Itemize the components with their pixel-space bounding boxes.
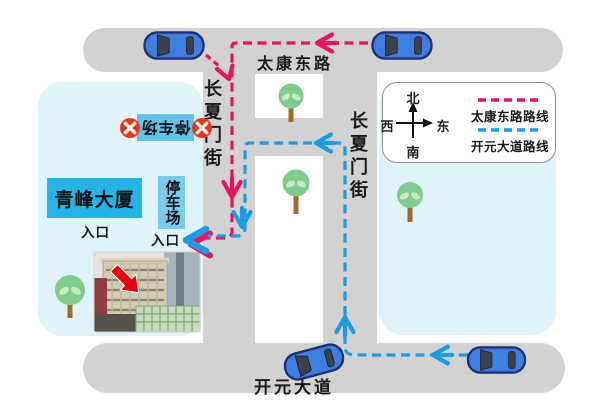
main-building-label-box: 青峰大厦	[47, 178, 142, 218]
street-median-island-top	[255, 74, 323, 118]
legend-item-kaiyuan-route-label: 开元大道路线	[471, 140, 550, 154]
main-building-label: 青峰大厦	[54, 189, 135, 211]
parking-entrance-label: 入口	[151, 233, 180, 248]
street-median-island-bottom	[255, 156, 323, 343]
compass-east-label: 东	[436, 119, 450, 134]
road-label-taikang-east: 太康东路	[257, 56, 334, 73]
closed-parking-label-box: 停车场	[137, 114, 194, 141]
closed-parking-label: 停车场	[140, 117, 191, 135]
compass-south-label: 南	[406, 145, 420, 160]
parking-lot-label-box: 停车场	[158, 176, 185, 229]
parking-lot-label: 停车场	[163, 180, 181, 225]
legend-item-taikang-route-label: 太康东路路线	[471, 110, 550, 124]
road-label-kaiyuan-avenue: 开元大道	[254, 378, 334, 397]
street-label-changxiamen-east: 长夏门街	[348, 111, 368, 203]
street-label-changxiamen-west: 长夏门街	[202, 79, 222, 171]
compass-north-label: 北	[406, 91, 420, 106]
compass-west-label: 西	[380, 119, 394, 134]
main-entrance-label: 入口	[81, 225, 110, 240]
